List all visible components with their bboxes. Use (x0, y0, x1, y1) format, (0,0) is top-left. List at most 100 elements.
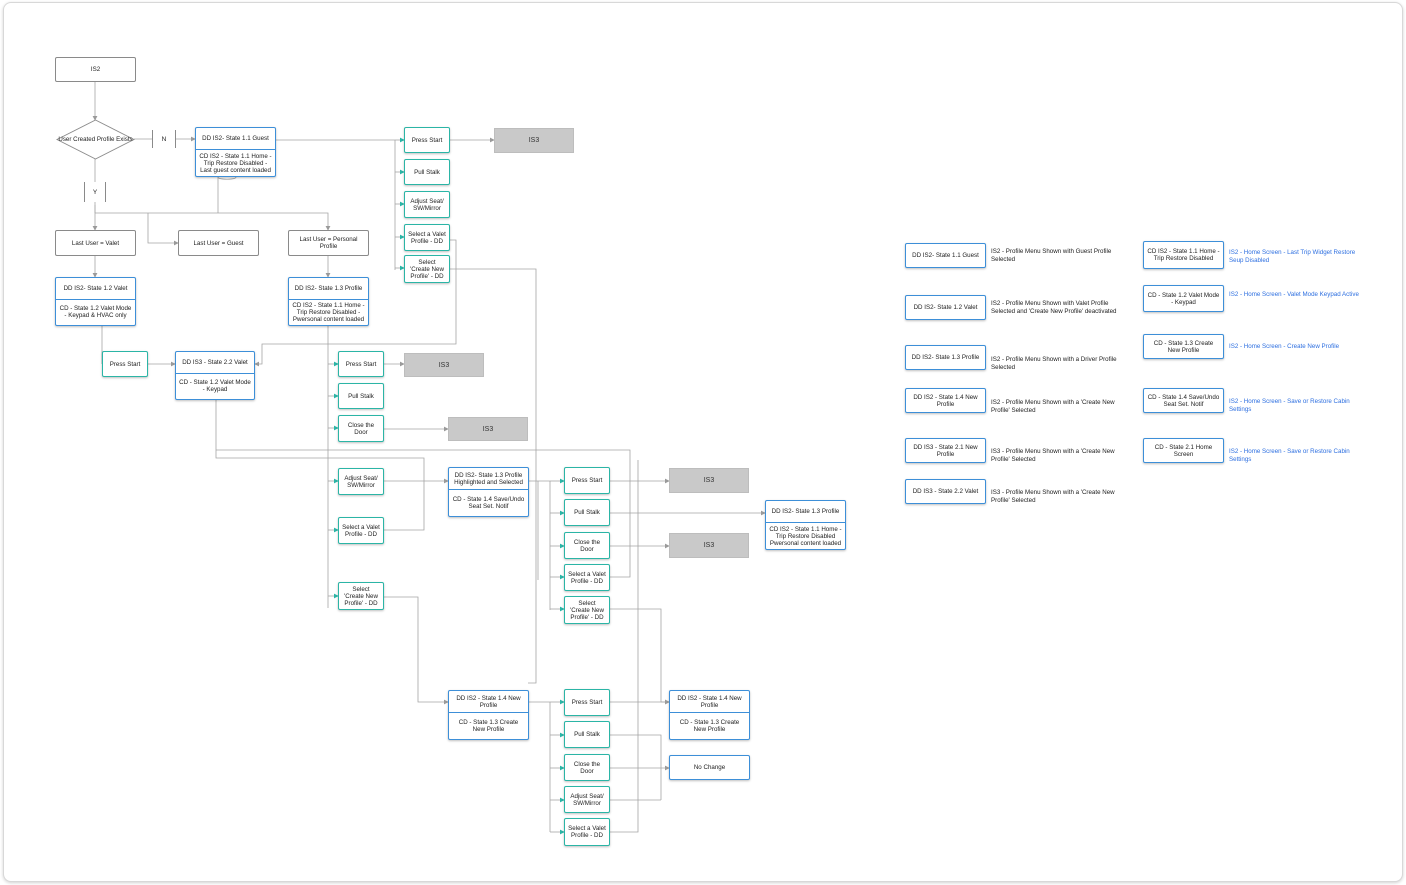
hl-select-new-node: Select 'Create New Profile' - DD (564, 596, 610, 624)
legend-left-box-0: DD IS2- State 1.1 Guest (905, 243, 986, 268)
legend-left-box-5: DD IS3 - State 2.2 Valet (905, 479, 986, 504)
hl-pull-stalk-node: Pull Stalk (564, 499, 610, 526)
legend-right-box-4: CD - State 2.1 Home Screen (1143, 438, 1224, 463)
last-user-personal-text: Last User = Personal Profile (299, 236, 358, 250)
legend-left-box-2: DD IS2- State 1.3 Profile (905, 345, 986, 370)
legend-left-desc-5: IS3 - Profile Menu Shown with a 'Create … (991, 489, 1115, 504)
new-profile-a-cd: CD - State 1.3 Create New Profile (458, 719, 519, 734)
legend-left-desc-4: IS3 - Profile Menu Shown with a 'Create … (991, 448, 1115, 463)
legend-left-desc-3: IS2 - Profile Menu Shown with a 'Create … (991, 399, 1115, 414)
guest-select-valet-node: Select a Valet Profile - DD (404, 224, 450, 251)
legend-right-desc-4: IS2 - Home Screen - Save or Restore Cabi… (1229, 448, 1350, 463)
hl-close-door-text: Close the Door (573, 538, 601, 553)
valet-state-dd: DD IS2- State 1.2 Valet (56, 278, 135, 300)
is3-node-3: IS3 (448, 417, 528, 441)
np-close-door-text: Close the Door (573, 760, 601, 775)
legend-left-box-3: DD IS2 - State 1.4 New Profile (905, 388, 986, 413)
is3-text-3: IS3 (482, 425, 494, 433)
np-adjust-seat-node: Adjust Seat/ SW/Mirror (564, 786, 610, 813)
hl-press-start-text: Press Start (571, 477, 603, 484)
new-profile-b-dd: DD IS2 - State 1.4 New Profile (670, 691, 749, 714)
profile-exists-decision: User Created Profile Exists (56, 119, 135, 160)
valet-press-start-text: Press Start (109, 360, 141, 368)
is3-node-1: IS3 (494, 128, 574, 153)
legend-right-box-0: CD IS2 - State 1.1 Home - Trip Restore D… (1143, 241, 1224, 269)
last-user-valet-node: Last User = Valet (55, 230, 136, 256)
highlighted-state-cd: CD - State 1.4 Save/Undo Seat Set. Notif (452, 496, 525, 511)
legend-right-desc-2: IS2 - Home Screen - Create New Profile (1229, 343, 1340, 350)
legend-left-box-4-text: DD IS3 - State 2.1 New Profile (913, 443, 978, 458)
last-user-guest-text: Last User = Guest (193, 239, 244, 247)
profile-state-node: DD IS2- State 1.3 Profile CD IS2 - State… (288, 277, 369, 326)
last-user-personal-node: Last User = Personal Profile (288, 230, 369, 256)
guest-state-dd: DD IS2- State 1.1 Guest (196, 128, 275, 151)
is3-valet-state-cd: CD - State 1.2 Valet Mode - Keypad (179, 379, 251, 394)
guest-select-new-node: Select 'Create New Profile' - DD (404, 255, 450, 283)
np-select-valet-text: Select a Valet Profile - DD (568, 825, 606, 839)
np-pull-stalk-node: Pull Stalk (564, 721, 610, 748)
np-press-start-node: Press Start (564, 689, 610, 716)
profile-close-door-text: Close the Door (347, 421, 375, 436)
valet-state-cd: CD - State 1.2 Valet Mode - Keypad & HVA… (59, 305, 132, 320)
decision-label: User Created Profile Exists (58, 136, 133, 143)
legend-right-box-1-text: CD - State 1.2 Valet Mode - Keypad (1147, 291, 1220, 306)
new-profile-state-a-node: DD IS2 - State 1.4 New Profile CD - Stat… (448, 690, 529, 740)
guest-adjust-seat-text: Adjust Seat/ SW/Mirror (410, 197, 444, 212)
branch-no-label: N (152, 130, 176, 148)
branch-yes-text: Y (92, 188, 98, 196)
is3-node-4: IS3 (669, 468, 749, 493)
np-adjust-seat-text: Adjust Seat/ SW/Mirror (570, 792, 604, 807)
highlighted-state-node: DD IS2- State 1.3 Profile Highlighted an… (448, 467, 529, 517)
profile-select-valet-text: Select a Valet Profile - DD (342, 523, 380, 538)
legend-right-box-4-text: CD - State 2.1 Home Screen (1154, 443, 1213, 458)
hl-select-new-text: Select 'Create New Profile' - DD (570, 599, 604, 621)
is3-node-2: IS3 (404, 353, 484, 377)
valet-state-node: DD IS2- State 1.2 Valet CD - State 1.2 V… (55, 277, 136, 326)
legend-left-box-4: DD IS3 - State 2.1 New Profile (905, 438, 986, 463)
is2-label: IS2 (90, 66, 101, 73)
profile-press-start-node: Press Start (338, 351, 384, 377)
legend-left-box-1: DD IS2- State 1.2 Valet (905, 295, 986, 320)
np-press-start-text: Press Start (571, 699, 603, 706)
guest-press-start-text: Press Start (411, 136, 443, 144)
no-change-node: No Change (669, 755, 750, 780)
profile-adjust-seat-text: Adjust Seat/ SW/Mirror (344, 474, 378, 489)
legend-left-box-1-text: DD IS2- State 1.2 Valet (913, 304, 978, 311)
guest-state-cd: CD IS2 - State 1.1 Home - Trip Restore D… (199, 152, 272, 174)
profile-close-door-node: Close the Door (338, 415, 384, 442)
guest-adjust-seat-node: Adjust Seat/ SW/Mirror (404, 191, 450, 218)
guest-pull-stalk-node: Pull Stalk (404, 159, 450, 185)
legend-right-desc-1: IS2 - Home Screen - Valet Mode Keypad Ac… (1229, 291, 1359, 298)
profile-pull-stalk-node: Pull Stalk (338, 383, 384, 409)
is3-text-2: IS3 (438, 361, 450, 369)
legend-right-desc-3: IS2 - Home Screen - Save or Restore Cabi… (1229, 398, 1350, 413)
highlighted-state-dd: DD IS2- State 1.3 Profile Highlighted an… (449, 468, 528, 491)
hl-pull-stalk-text: Pull Stalk (574, 509, 600, 516)
guest-select-new-text: Select 'Create New Profile' - DD (410, 258, 444, 280)
profile-adjust-seat-node: Adjust Seat/ SW/Mirror (338, 468, 384, 495)
branch-no-text: N (161, 135, 167, 143)
last-user-guest-node: Last User = Guest (178, 230, 259, 256)
is3-text-4: IS3 (703, 477, 715, 484)
profile-select-new-node: Select 'Create New Profile' - DD (338, 582, 384, 610)
legend-left-box-3-text: DD IS2 - State 1.4 New Profile (913, 393, 978, 408)
new-profile-state-b-node: DD IS2 - State 1.4 New Profile CD - Stat… (669, 690, 750, 740)
legend-right-box-0-text: CD IS2 - State 1.1 Home - Trip Restore D… (1147, 248, 1220, 262)
last-user-valet-text: Last User = Valet (71, 239, 120, 247)
legend-left-box-0-text: DD IS2- State 1.1 Guest (912, 252, 979, 259)
hl-select-valet-node: Select a Valet Profile - DD (564, 564, 610, 591)
hl-select-valet-text: Select a Valet Profile - DD (568, 570, 606, 585)
legend-right-box-1: CD - State 1.2 Valet Mode - Keypad (1143, 285, 1224, 312)
no-change-text: No Change (693, 764, 726, 771)
profile-press-start-text: Press Start (345, 360, 377, 368)
is3-valet-state-node: DD IS3 - State 2.2 Valet CD - State 1.2 … (175, 351, 255, 400)
profile-state-right-cd: CD IS2 - State 1.1 Home - Trip Restore D… (769, 525, 842, 547)
guest-pull-stalk-text: Pull Stalk (414, 168, 440, 176)
hl-press-start-node: Press Start (564, 467, 610, 494)
profile-select-valet-node: Select a Valet Profile - DD (338, 517, 384, 544)
new-profile-a-dd: DD IS2 - State 1.4 New Profile (449, 691, 528, 714)
legend-right-box-2-text: CD - State 1.3 Create New Profile (1153, 339, 1214, 354)
profile-select-new-text: Select 'Create New Profile' - DD (344, 585, 378, 607)
